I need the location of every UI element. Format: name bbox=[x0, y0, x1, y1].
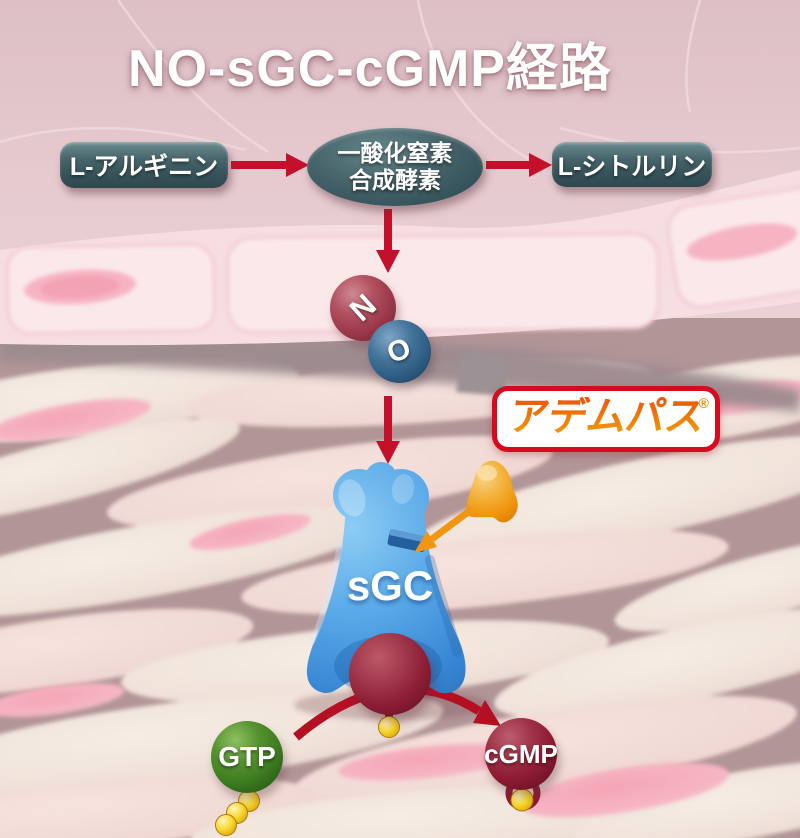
registered-mark: ® bbox=[698, 395, 709, 411]
muscle-nuclei bbox=[0, 380, 800, 818]
arrow-drug-to-sgc bbox=[414, 509, 471, 553]
adempas-badge: アデムパス ® bbox=[492, 386, 720, 452]
gtp-sphere: GTP bbox=[211, 721, 283, 793]
gtp-label: GTP bbox=[218, 741, 276, 772]
nos-label-line2: 合成酵素 bbox=[349, 167, 441, 193]
endothelium-layer bbox=[0, 170, 800, 346]
arrow-nos-to-citrulline bbox=[486, 153, 552, 177]
membrane-notch bbox=[456, 349, 508, 396]
l-citrulline-box: L-シトルリン bbox=[552, 142, 712, 187]
endothelium-nuclei bbox=[24, 223, 798, 305]
l-arginine-label: L-アルギニン bbox=[69, 153, 219, 181]
adempas-logo-text: アデムパス bbox=[506, 395, 707, 439]
arrow-no-to-sgc bbox=[376, 396, 400, 464]
l-citrulline-label: L-シトルリン bbox=[557, 152, 707, 181]
arrow-arginine-to-nos bbox=[231, 153, 309, 177]
cgmp-sphere: cGMP bbox=[484, 718, 558, 790]
heme-sphere bbox=[349, 633, 431, 715]
arrow-nos-to-no bbox=[376, 209, 400, 273]
oxygen-atom: O bbox=[368, 320, 431, 383]
sgc-label: sGC bbox=[346, 562, 434, 609]
nitrogen-label: N bbox=[342, 287, 383, 329]
nos-ellipse: 一酸化窒素 合成酵素 bbox=[307, 128, 483, 206]
page-title: NO-sGC-cGMP経路 bbox=[128, 40, 612, 98]
red-arrows bbox=[231, 153, 552, 464]
nos-label-line1: 一酸化窒素 bbox=[337, 140, 453, 166]
drug-molecule bbox=[465, 460, 518, 523]
cgmp-label: cGMP bbox=[484, 738, 558, 769]
sgc-binding-notch bbox=[387, 529, 428, 553]
oxygen-label: O bbox=[382, 331, 416, 371]
l-arginine-box: L-アルギニン bbox=[60, 142, 228, 188]
